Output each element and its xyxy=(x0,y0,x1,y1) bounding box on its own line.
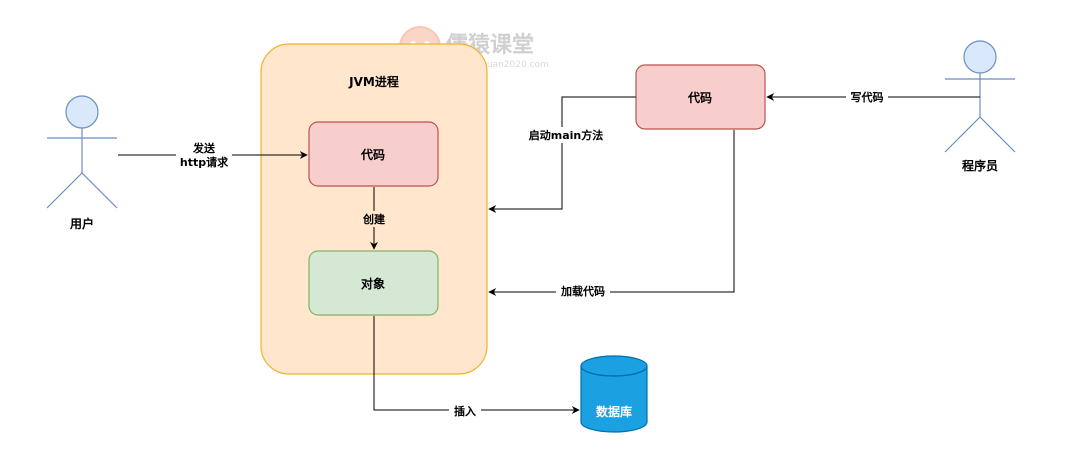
user-actor-icon xyxy=(46,95,118,209)
edge-insert-label: 插入 xyxy=(454,404,476,418)
user-label: 用户 xyxy=(69,216,94,231)
edge-start-main xyxy=(488,96,636,213)
edge-send-label-1: 发送 xyxy=(192,141,216,155)
programmer-actor-icon xyxy=(944,40,1016,153)
edge-insert xyxy=(373,316,580,414)
edge-start-main-label: 启动main方法 xyxy=(529,128,604,142)
edge-create-label: 创建 xyxy=(362,212,386,226)
edge-send-label-2: http请求 xyxy=(180,155,229,169)
code-box-inner-label: 代码 xyxy=(360,147,385,162)
database-cylinder xyxy=(580,355,648,433)
edge-load-code xyxy=(488,130,735,296)
code-box-outer-label: 代码 xyxy=(687,90,712,105)
jvm-title: JVM进程 xyxy=(348,74,399,89)
edge-write-code-label: 写代码 xyxy=(851,90,884,104)
edge-load-code-label: 加载代码 xyxy=(560,284,605,298)
watermark-url: www.ruyuan2020.com xyxy=(448,60,549,70)
database-label: 数据库 xyxy=(596,404,632,419)
object-box xyxy=(308,250,439,316)
object-box-label: 对象 xyxy=(361,276,385,291)
code-box-inner xyxy=(308,121,439,187)
programmer-label: 程序员 xyxy=(962,158,998,173)
